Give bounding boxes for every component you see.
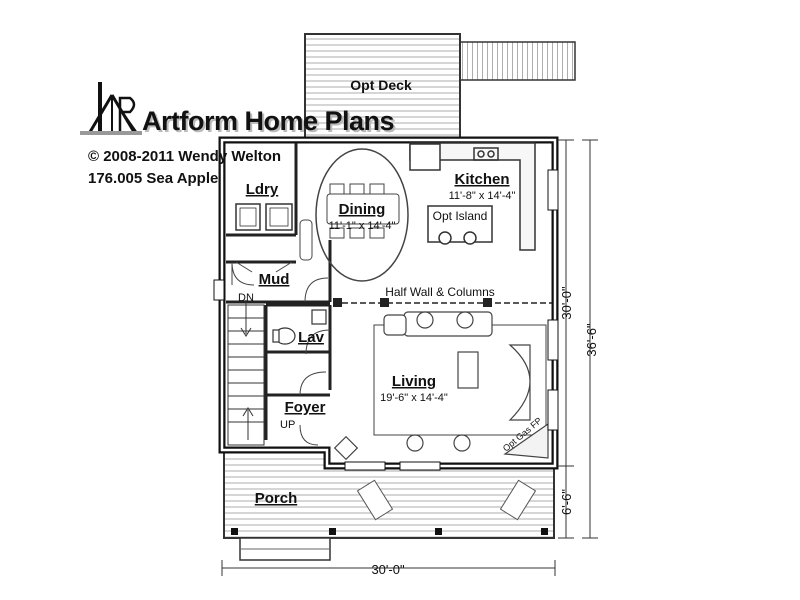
dining-label: Dining — [339, 201, 386, 218]
opt-deck-label: Opt Deck — [350, 77, 412, 93]
width-dimension: 30'-0" — [371, 562, 405, 577]
living-size: 19'-6" x 14'-4" — [380, 392, 448, 404]
stair-up-label: UP — [280, 419, 295, 431]
living-label: Living — [392, 373, 436, 390]
plan-number: 176.005 Sea Apple — [88, 170, 219, 187]
brand-name: Artform Home Plans — [142, 106, 395, 136]
half-wall — [333, 298, 552, 307]
door-swings — [231, 261, 331, 446]
interior-walls — [226, 143, 332, 440]
laundry-appliances — [235, 203, 293, 231]
house-depth-dimension: 30'-0" — [559, 286, 574, 320]
mud-label: Mud — [259, 271, 290, 288]
living-furniture — [333, 311, 549, 461]
total-depth-dimension: 36'-6" — [584, 323, 599, 357]
dining-set — [299, 148, 409, 282]
laundry-label: Ldry — [246, 181, 279, 198]
copyright-text: © 2008-2011 Wendy Welton — [88, 148, 282, 165]
kitchen-label: Kitchen — [454, 171, 509, 188]
logo-mark — [80, 82, 142, 135]
windows — [213, 169, 559, 471]
stair-down-label: DN — [238, 292, 254, 304]
dimension-lines — [221, 139, 598, 576]
island-label: Opt Island — [433, 209, 488, 223]
stair — [227, 300, 265, 446]
half-wall-label: Half Wall & Columns — [385, 285, 495, 299]
kitchen-size: 11'-8" x 14'-4" — [449, 190, 516, 202]
foyer-label: Foyer — [285, 399, 326, 416]
porch-label: Porch — [255, 490, 298, 507]
porch-depth-dimension: 6'-6" — [559, 489, 574, 515]
lav-label: Lav — [298, 329, 325, 346]
dining-size: 11'-1" x 14'-4" — [329, 220, 396, 232]
opt-deck — [304, 33, 576, 139]
lav-fixtures — [272, 309, 327, 345]
kitchen-cabinets — [409, 142, 536, 251]
